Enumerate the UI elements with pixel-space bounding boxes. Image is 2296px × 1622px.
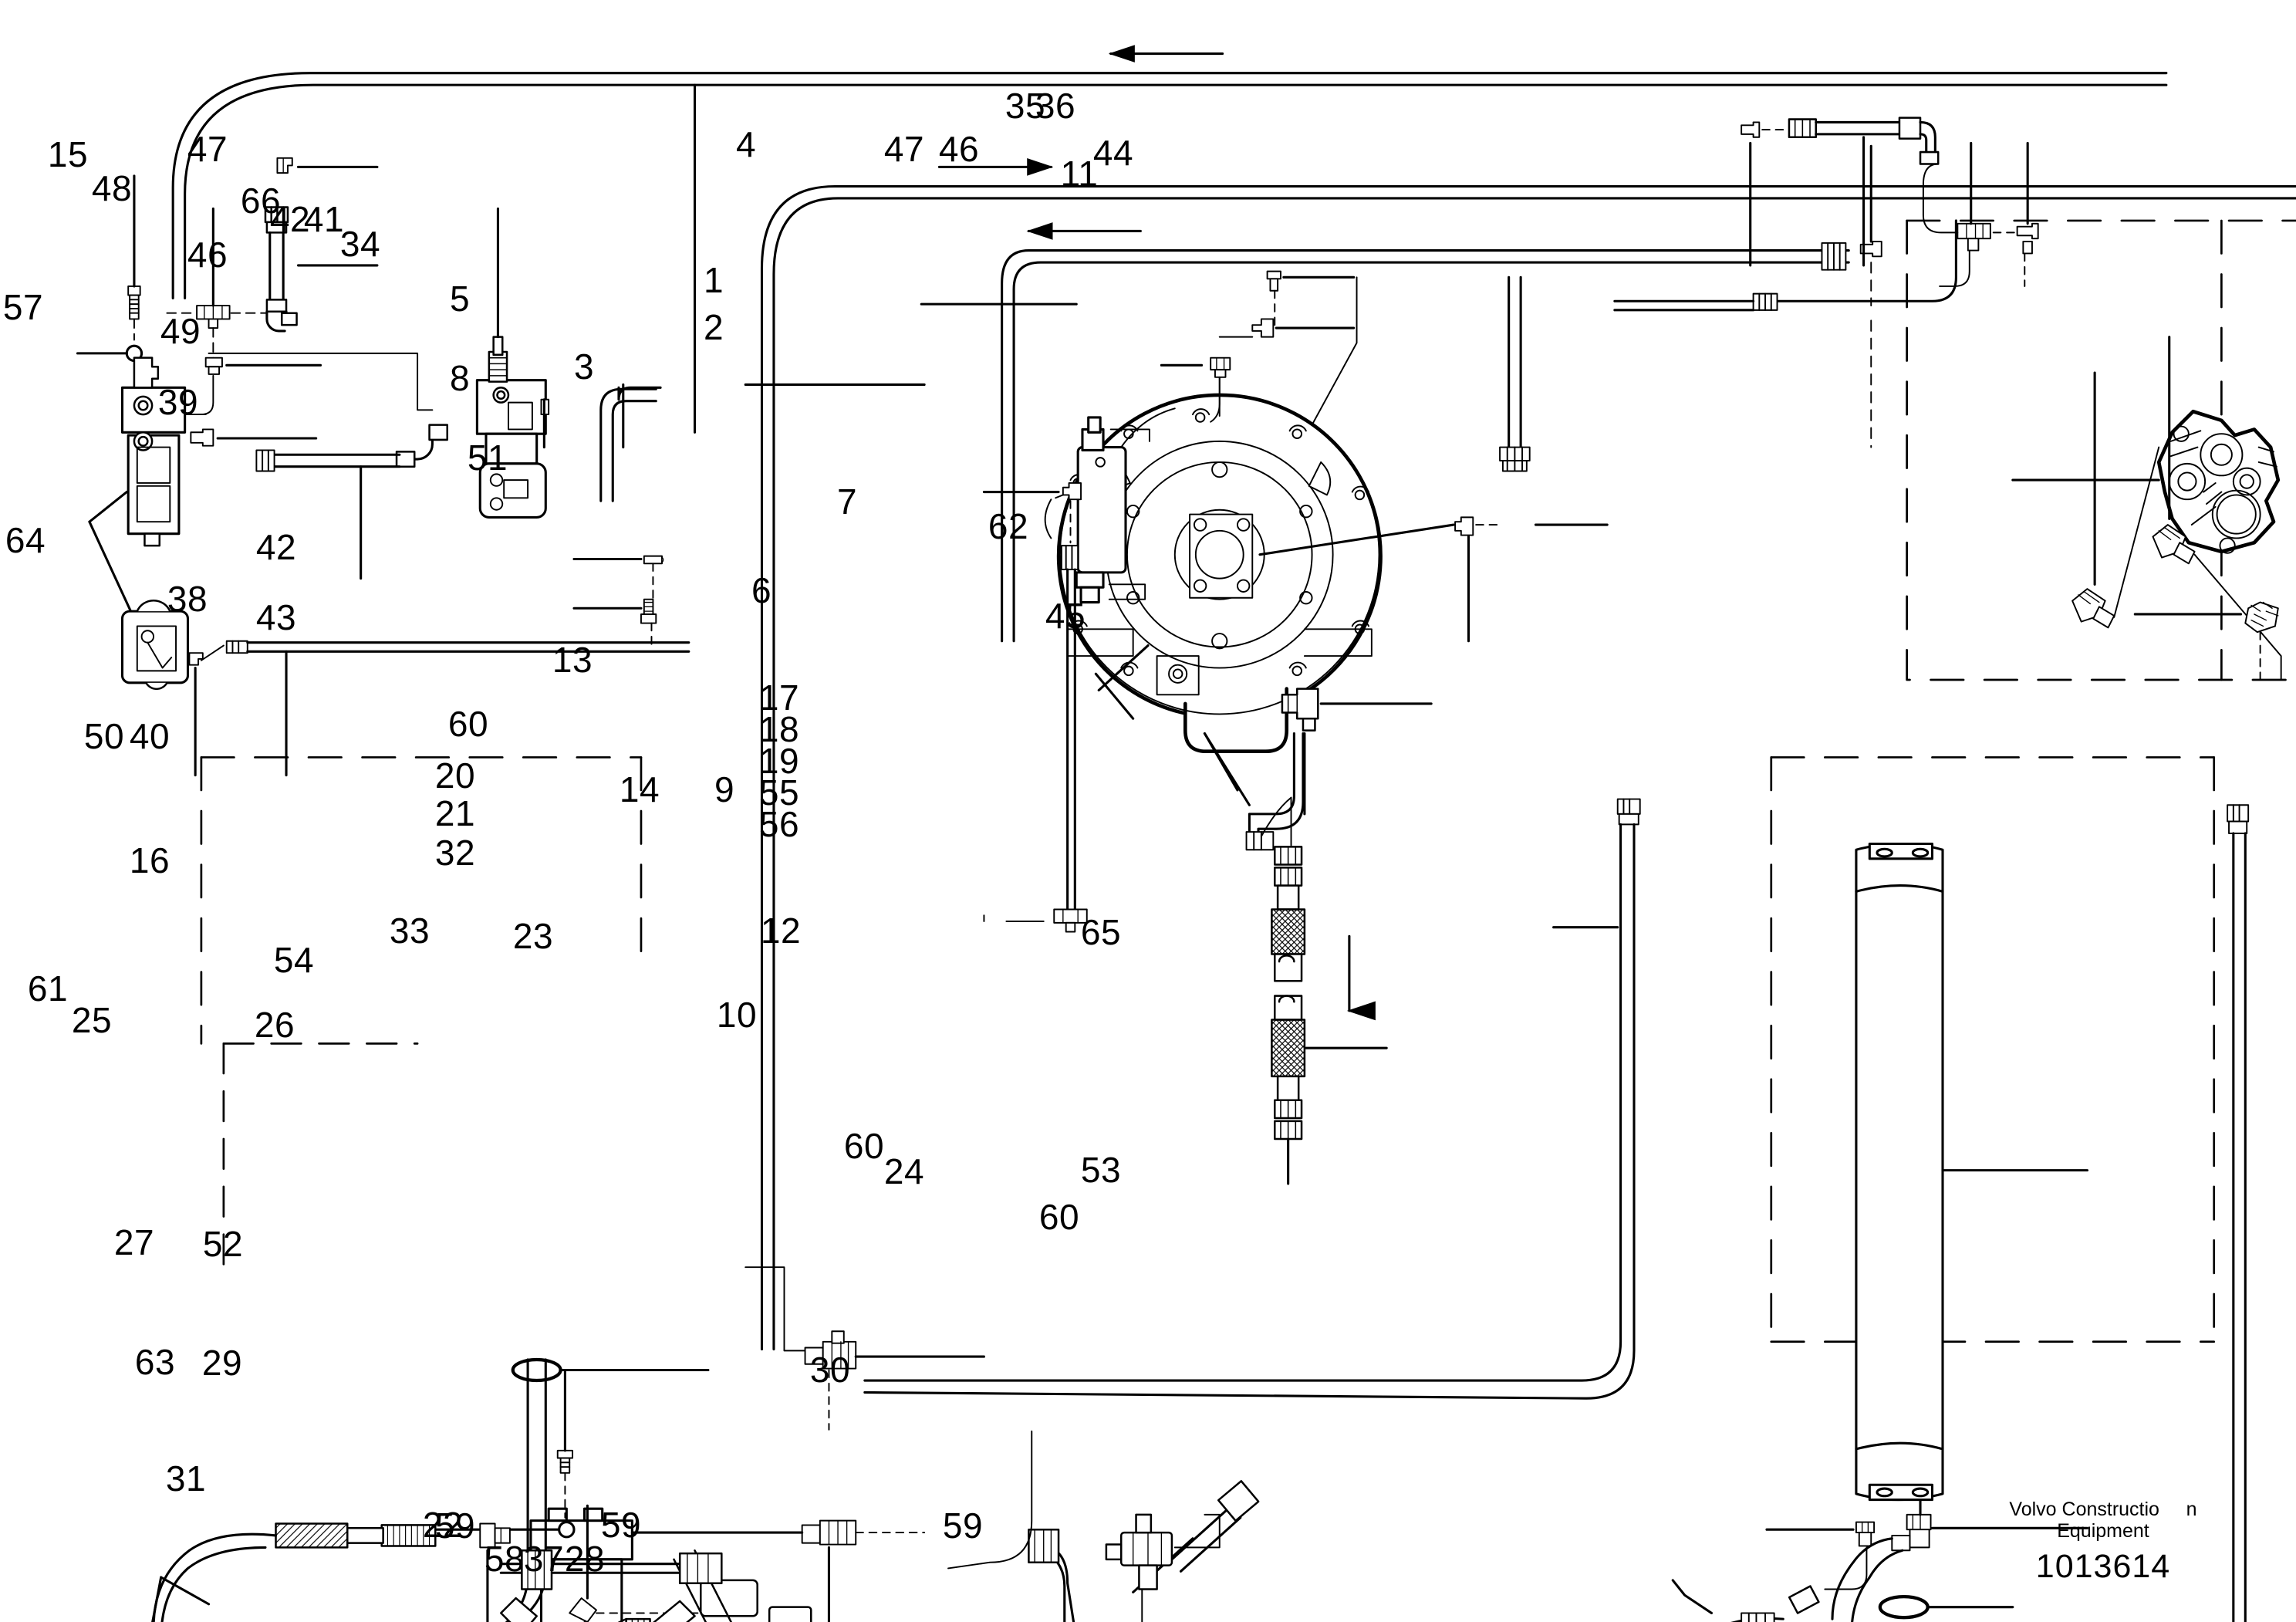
callout-40: 40 <box>129 716 171 756</box>
callout-7: 7 <box>836 482 858 522</box>
callout-46-right: 46 <box>938 129 980 169</box>
callout-26: 26 <box>254 1005 295 1045</box>
callout-5: 5 <box>449 279 471 319</box>
callout-47-left: 47 <box>187 129 228 169</box>
callout-48: 48 <box>91 168 133 208</box>
callout-46-left: 46 <box>187 235 228 275</box>
callout-56: 56 <box>758 804 800 844</box>
callout-33: 33 <box>389 911 430 951</box>
callout-58: 58 <box>484 1539 525 1579</box>
callout-34: 34 <box>339 224 381 264</box>
callout-53: 53 <box>1080 1150 1122 1190</box>
callout-14: 14 <box>619 769 660 809</box>
callout-49: 49 <box>160 311 201 351</box>
callout-47-right: 47 <box>883 129 925 169</box>
callout-59-c: 59 <box>942 1505 984 1546</box>
callout-23: 23 <box>512 916 554 956</box>
callout-3: 3 <box>573 346 595 387</box>
callout-60-left: 60 <box>843 1126 885 1166</box>
callout-66: 66 <box>240 181 282 221</box>
callout-18: 18 <box>758 709 800 749</box>
callout-16: 16 <box>129 840 171 880</box>
manufacturer-name-line1: Volvo Constructio n <box>2009 1499 2197 1521</box>
callout-8: 8 <box>449 358 471 398</box>
callout-15: 15 <box>47 134 89 174</box>
callout-41: 41 <box>303 199 345 239</box>
callout-44: 44 <box>1092 133 1134 173</box>
callout-12: 12 <box>760 911 802 951</box>
callout-61: 61 <box>27 968 69 1009</box>
manufacturer-name-line2: Equipment <box>2057 1520 2149 1543</box>
callout-29: 29 <box>201 1343 243 1383</box>
callout-35: 35 <box>1004 86 1046 126</box>
callout-45: 45 <box>1045 596 1086 636</box>
callout-9: 9 <box>714 769 735 809</box>
callout-31: 31 <box>165 1458 207 1499</box>
callout-37: 37 <box>523 1539 565 1579</box>
callout-39: 39 <box>157 382 199 422</box>
callout-42-lower: 42 <box>255 527 297 567</box>
callout-65: 65 <box>1080 912 1122 952</box>
callout-10: 10 <box>716 995 758 1035</box>
callout-28: 28 <box>564 1539 606 1579</box>
callout-19: 19 <box>758 741 800 781</box>
callout-17: 17 <box>758 678 800 718</box>
callout-30: 30 <box>809 1350 851 1390</box>
callout-11: 11 <box>1060 154 1099 194</box>
callout-36: 36 <box>1035 86 1076 126</box>
callout-27: 27 <box>113 1222 155 1262</box>
callout-42-upper: 42 <box>269 199 311 239</box>
callout-59-a: 59 <box>434 1505 476 1546</box>
callout-59-b: 59 <box>600 1505 642 1545</box>
callout-60-right: 60 <box>1038 1197 1080 1237</box>
callout-52: 52 <box>202 1224 244 1264</box>
callout-2: 2 <box>703 307 724 347</box>
callout-21: 21 <box>434 793 476 833</box>
callout-64: 64 <box>5 520 46 560</box>
callout-1: 1 <box>703 260 724 300</box>
callout-13: 13 <box>552 640 593 680</box>
callout-62: 62 <box>988 506 1029 546</box>
callout-38: 38 <box>167 579 208 619</box>
callout-6: 6 <box>751 570 772 610</box>
callout-55: 55 <box>758 772 800 813</box>
callout-60-upper: 60 <box>447 704 489 744</box>
callout-20: 20 <box>434 755 476 796</box>
drawing-number: 1013614 <box>2035 1548 2171 1586</box>
callout-50: 50 <box>83 716 125 756</box>
callout-54: 54 <box>273 940 315 980</box>
callout-63: 63 <box>134 1342 176 1382</box>
callout-22: 22 <box>422 1505 464 1545</box>
callout-4: 4 <box>735 124 757 164</box>
callout-43: 43 <box>255 597 297 637</box>
title-block: Volvo Constructio n Equipment 1013614 <box>1941 1499 2265 1588</box>
callout-51: 51 <box>467 438 508 478</box>
callout-24: 24 <box>883 1151 925 1191</box>
callout-25: 25 <box>71 1000 113 1040</box>
callout-32: 32 <box>434 833 476 873</box>
callout-57: 57 <box>2 287 44 327</box>
